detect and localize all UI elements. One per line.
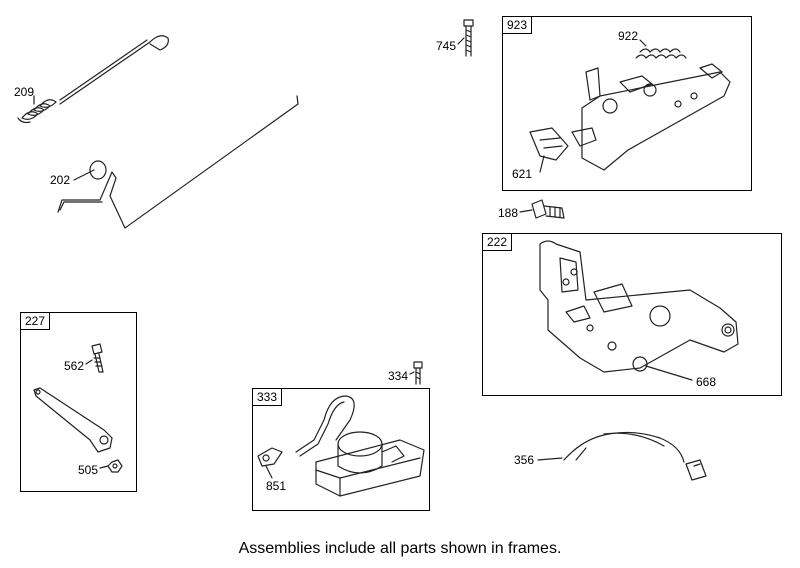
lever-227-drawing bbox=[33, 343, 123, 473]
diagram-caption: Assemblies include all parts shown in fr… bbox=[238, 540, 562, 557]
label-668: 668 bbox=[696, 375, 717, 389]
leader-lines bbox=[33, 37, 693, 479]
label-922: 922 bbox=[618, 29, 639, 43]
label-356: 356 bbox=[514, 453, 535, 467]
frame-227: 227 bbox=[20, 312, 137, 492]
bolt-188-drawing bbox=[531, 199, 565, 219]
label-505: 505 bbox=[78, 463, 99, 477]
bracket-222-drawing bbox=[539, 240, 739, 373]
frame-923-tag: 923 bbox=[503, 17, 533, 35]
label-334: 334 bbox=[388, 369, 409, 383]
screw-745-drawing bbox=[463, 19, 474, 57]
frame-923: 923 bbox=[502, 16, 752, 191]
wire-356-drawing bbox=[563, 431, 707, 481]
label-562: 562 bbox=[64, 359, 85, 373]
screw-334-drawing bbox=[413, 361, 423, 385]
frame-227-tag: 227 bbox=[21, 313, 51, 331]
label-621: 621 bbox=[512, 167, 533, 181]
label-202: 202 bbox=[50, 173, 71, 187]
bracket-923-drawing bbox=[529, 48, 731, 171]
label-209: 209 bbox=[14, 85, 35, 99]
label-851: 851 bbox=[266, 479, 287, 493]
label-745: 745 bbox=[436, 39, 457, 53]
frame-222: 222 bbox=[482, 233, 782, 396]
spring-209-drawing bbox=[17, 35, 169, 124]
frame-333-tag: 333 bbox=[253, 389, 283, 407]
frame-222-tag: 222 bbox=[483, 234, 513, 252]
rod-202-drawing bbox=[57, 95, 299, 229]
armature-333-drawing bbox=[257, 395, 425, 497]
label-188: 188 bbox=[498, 206, 519, 220]
frame-333: 333 bbox=[252, 388, 430, 511]
